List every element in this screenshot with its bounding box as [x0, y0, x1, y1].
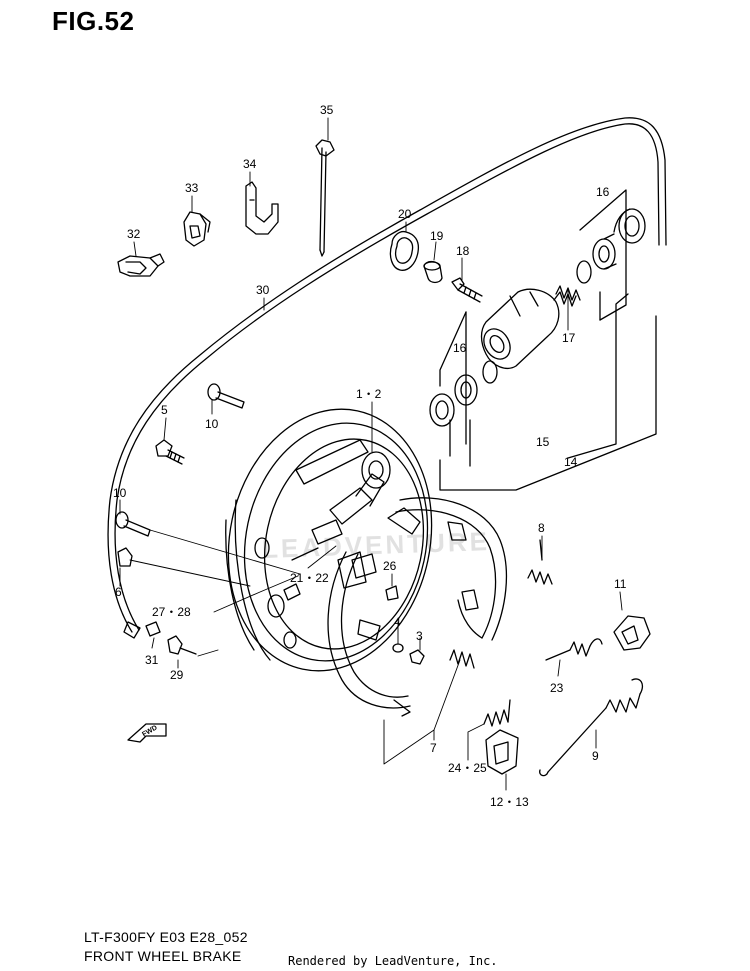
callout-6: 6: [115, 585, 122, 599]
callout-32: 32: [127, 227, 141, 241]
rendered-by-credit: Rendered by LeadVenture, Inc.: [288, 954, 498, 968]
callout-5: 5: [161, 403, 168, 417]
clamp-33: [183, 211, 211, 247]
callout-16-upper: 16: [596, 185, 610, 199]
boot-16-upper: [613, 208, 646, 244]
callout-21-22: 21・22: [290, 571, 329, 585]
callout-18: 18: [456, 244, 470, 258]
bolt-10-lower: [115, 511, 151, 537]
spring-24-25: [483, 699, 511, 727]
callout-29: 29: [170, 668, 184, 682]
callout-15: 15: [536, 435, 550, 449]
assembly-title: FRONT WHEEL BRAKE: [84, 948, 242, 964]
callout-12-13: 12・13: [490, 795, 529, 809]
callout-8: 8: [538, 521, 545, 535]
spring-17: [553, 285, 581, 307]
leader-lines: [119, 117, 623, 791]
bleeder-cap-19: [423, 260, 443, 284]
bolt-10-upper: [207, 383, 245, 409]
seal-20: [389, 230, 420, 271]
callout-11: 11: [614, 577, 627, 591]
nut-6: [117, 547, 133, 567]
wheel-cylinder: [480, 288, 560, 369]
callout-16-lower: 16: [453, 341, 467, 355]
spring-9: [539, 678, 644, 777]
spring-23: [545, 638, 603, 661]
callout-30: 30: [256, 283, 270, 297]
backing-plate: [225, 408, 433, 672]
clamp-32: [117, 253, 165, 277]
bolt-5: [155, 439, 185, 465]
washer-4: [392, 643, 404, 653]
callout-33: 33: [185, 181, 199, 195]
callout-24-25: 24・25: [448, 761, 487, 775]
callout-35: 35: [320, 103, 334, 117]
cup-lower: [454, 360, 498, 406]
callout-19: 19: [430, 229, 444, 243]
brake-shoes-7: [327, 497, 508, 717]
model-code: LT-F300FY E03 E28_052: [84, 929, 248, 945]
callout-3: 3: [416, 629, 423, 643]
callout-31: 31: [145, 653, 159, 667]
spring-8: [527, 539, 553, 585]
bleeder-29: [167, 635, 197, 655]
cable-tie-35: [315, 139, 335, 257]
callout-27-28: 27・28: [152, 605, 191, 619]
spring-upper-shoe: [449, 649, 475, 669]
bracket-lines: [439, 189, 657, 491]
callout-34: 34: [243, 157, 257, 171]
callout-26: 26: [383, 559, 397, 573]
fitting-31: [145, 621, 161, 637]
fwd-arrow-icon: FWD: [127, 723, 167, 743]
callout-20: 20: [398, 207, 412, 221]
callout-17: 17: [562, 331, 576, 345]
pin-26: [385, 585, 399, 601]
screw-3: [409, 649, 425, 665]
clip-11: [613, 615, 651, 651]
figure-title: FIG.52: [52, 6, 135, 36]
callout-10-lower: 10: [113, 486, 127, 500]
callout-7: 7: [430, 741, 437, 755]
boot-16-lower: [429, 393, 455, 427]
callout-23: 23: [550, 681, 564, 695]
clamp-34: [245, 181, 279, 235]
callout-1-2: 1・2: [356, 387, 382, 401]
cup-upper: [576, 233, 617, 284]
callout-14: 14: [564, 455, 578, 469]
bleeder-screw-18: [451, 277, 483, 303]
brake-hose-30: [107, 117, 667, 639]
callout-10-upper: 10: [205, 417, 219, 431]
callout-9: 9: [592, 749, 599, 763]
callout-4: 4: [394, 615, 401, 629]
clip-12-13: [485, 729, 519, 775]
